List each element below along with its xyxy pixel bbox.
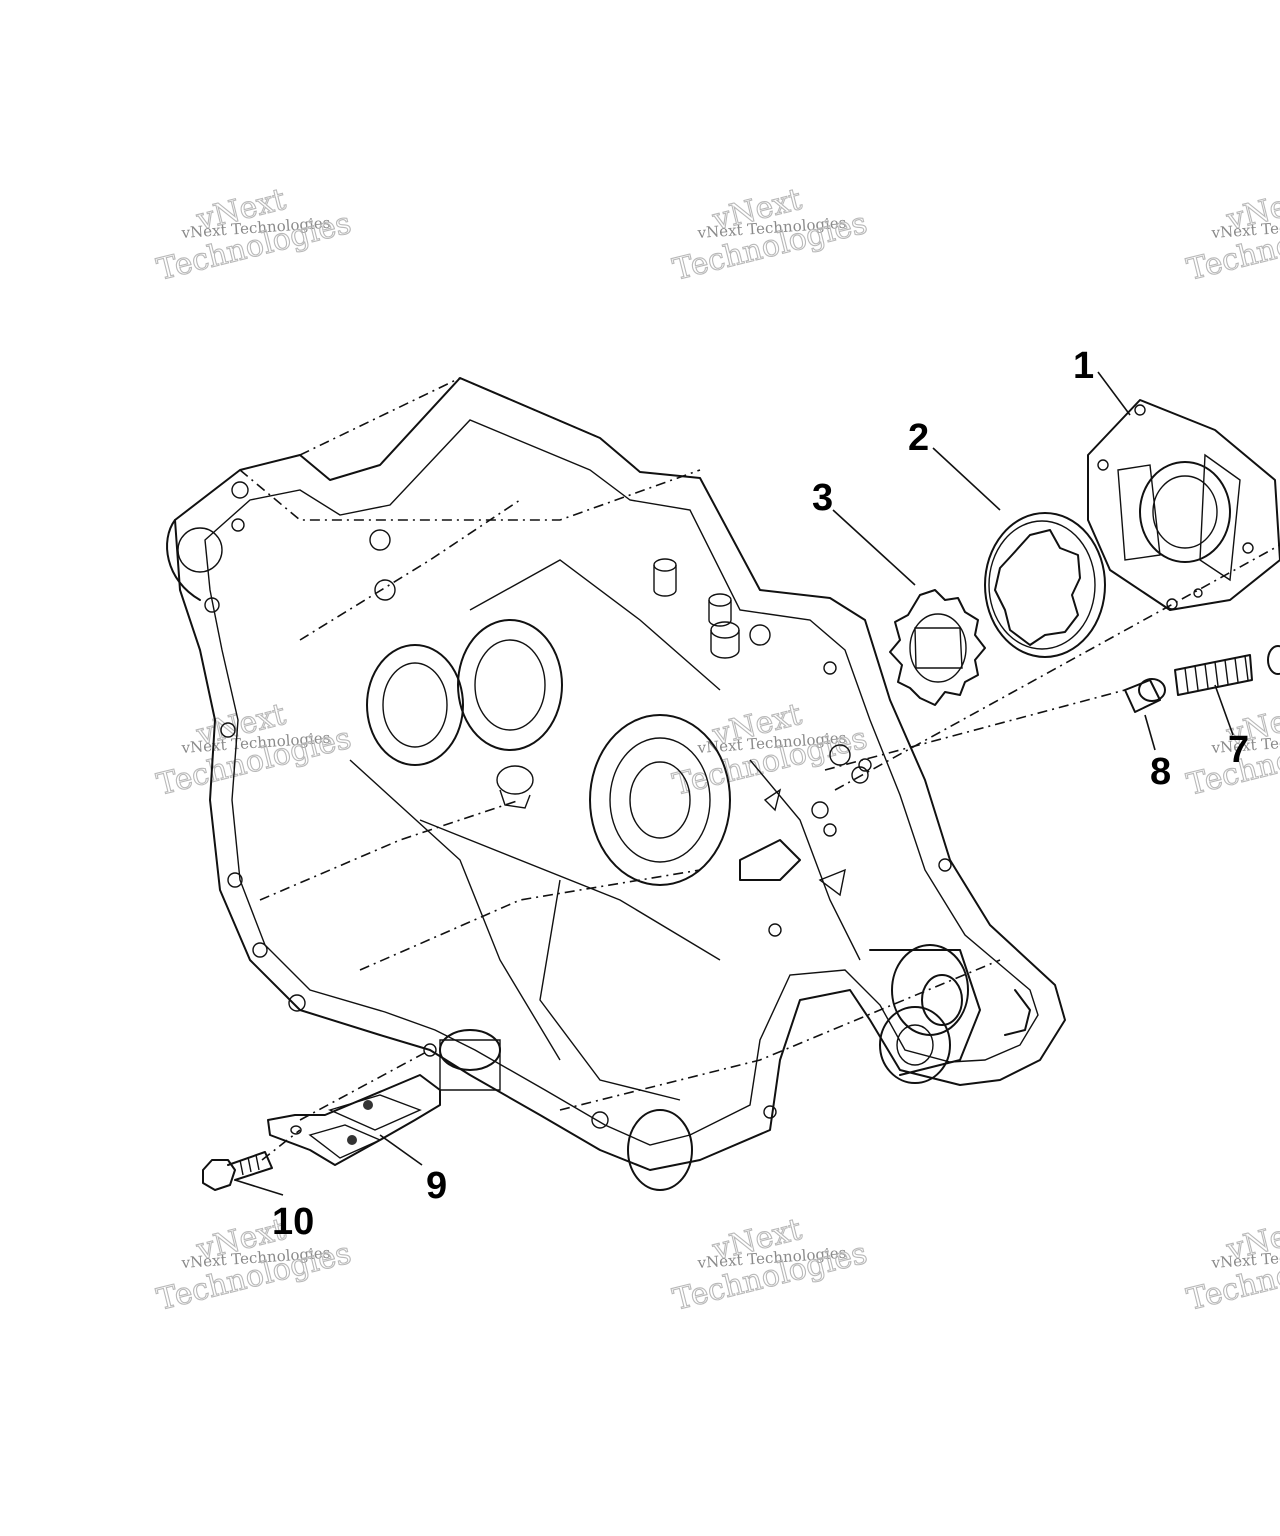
main-bearing-boss <box>589 714 731 886</box>
leader-line-7 <box>1214 684 1234 736</box>
callout-10: 10 <box>272 1201 314 1243</box>
callout-8: 8 <box>1150 751 1171 793</box>
assembly-lines <box>261 544 1280 1161</box>
callout-7: 7 <box>1228 729 1249 771</box>
part-8-relief-pin <box>1124 678 1166 713</box>
callout-1: 1 <box>1073 345 1094 387</box>
leader-line-9 <box>379 1134 423 1166</box>
watermark-mid-left: vNext vNext Technologies Technologies <box>153 696 355 803</box>
part-2-outer-rotor <box>984 512 1106 658</box>
part-1-pump-cover <box>1087 399 1280 611</box>
leader-line-8 <box>1144 714 1156 751</box>
watermark-bottom-right: vNext vNext Technologies Technologies <box>1183 1211 1280 1318</box>
part-9-baffle-plate <box>267 1074 441 1166</box>
watermark-top-center: vNext vNext Technologies Technologies <box>669 181 871 288</box>
leader-line-10 <box>234 1179 284 1196</box>
part-3-inner-rotor <box>889 589 986 706</box>
bearing-boss-left <box>366 644 464 766</box>
callout-2: 2 <box>908 417 929 459</box>
crankcase <box>166 377 1066 1191</box>
bearing-boss-center <box>457 619 563 751</box>
leader-line-2 <box>932 447 1001 511</box>
watermark-top-left: vNext vNext Technologies Technologies <box>153 181 355 288</box>
callout-9: 9 <box>426 1165 447 1207</box>
leader-line-1 <box>1097 371 1131 416</box>
part-7-spring <box>1174 645 1280 696</box>
watermark-bottom-left: vNext vNext Technologies Technologies <box>153 1211 355 1318</box>
callout-3: 3 <box>812 477 833 519</box>
leader-line-3 <box>832 509 916 586</box>
watermark-bottom-center: vNext vNext Technologies Technologies <box>669 1211 871 1318</box>
watermark-top-right: vNext vNext Technologies Technologies <box>1183 181 1280 288</box>
part-10-bolt <box>202 1151 273 1191</box>
